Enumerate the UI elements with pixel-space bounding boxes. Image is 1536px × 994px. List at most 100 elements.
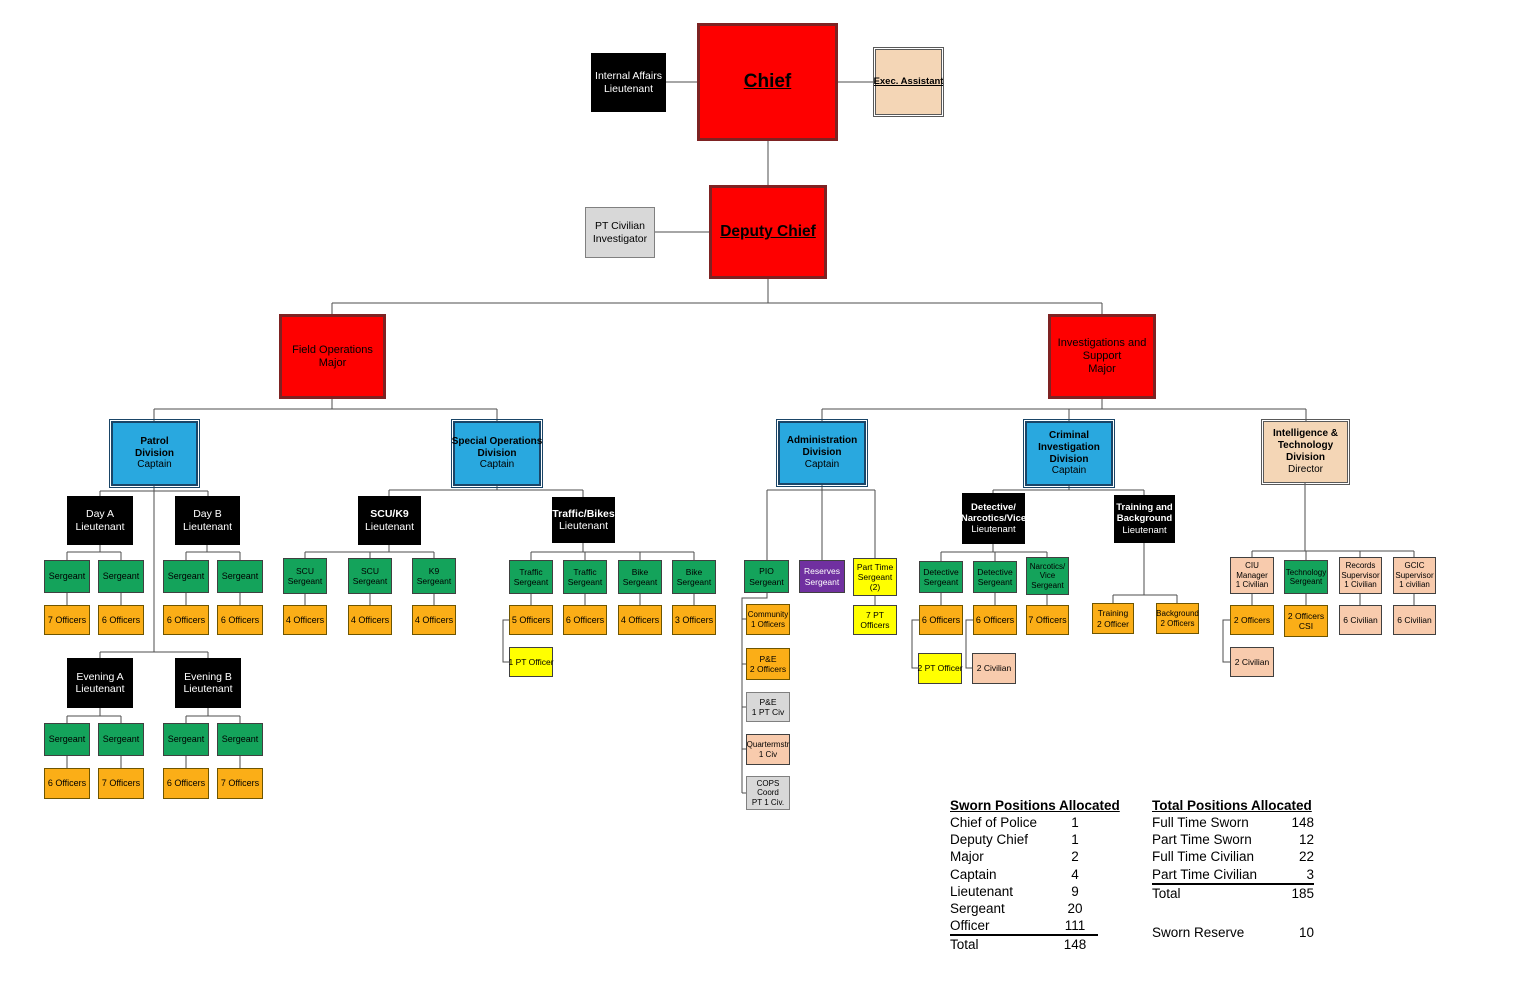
- node-label: Detective: [977, 566, 1013, 577]
- node-label: Division: [477, 447, 517, 459]
- sworn-table-title: Sworn Positions Allocated: [950, 798, 1120, 813]
- node-label: Traffic: [519, 566, 543, 577]
- detective-civilians: 2 Civilian: [972, 653, 1016, 684]
- node-label: Criminal: [1048, 429, 1089, 441]
- node-label: 6 Officers: [921, 614, 961, 625]
- row-label: Total: [950, 937, 979, 953]
- traffic-officers-2: 6 Officers: [563, 605, 607, 635]
- node-label: Sergeant: [749, 576, 784, 587]
- bike-officers-1: 4 Officers: [618, 605, 662, 635]
- node-label: 7 Officers: [1028, 614, 1067, 625]
- node-label: Technology: [1285, 567, 1327, 577]
- node-label: Community: [747, 610, 789, 620]
- node-label: 6 Officers: [166, 778, 206, 789]
- row-value: 9: [1071, 883, 1079, 899]
- node-label: PIO: [759, 566, 774, 577]
- node-label: 5 Officers: [511, 614, 551, 625]
- row-value: 148: [1063, 937, 1087, 953]
- row-value: 12: [1298, 832, 1314, 848]
- node-label: Exec. Assistant: [873, 76, 944, 88]
- node-label: 6 Officers: [101, 614, 141, 625]
- node-label: Sergeant: [923, 577, 959, 587]
- node-label: 4 Officers: [620, 614, 660, 625]
- node-label: 6 Officers: [975, 614, 1015, 625]
- node-label: Support: [1082, 350, 1122, 363]
- row-value: 22: [1298, 849, 1314, 865]
- row-label: Officer: [950, 918, 990, 934]
- node-label: Manager: [1236, 570, 1268, 580]
- node-label: Intelligence &: [1272, 428, 1338, 440]
- node-label: Training: [1097, 608, 1129, 619]
- node-label: 4 Officers: [285, 614, 325, 625]
- row-value: 1: [1071, 832, 1079, 848]
- node-label: Sergeant: [102, 734, 140, 745]
- evening-a-sergeant-1: Sergeant: [44, 723, 90, 756]
- node-label: 6 Officers: [166, 614, 206, 625]
- patrol-sergeant-4: Sergeant: [217, 560, 263, 593]
- node-label: Sergeant: [1031, 580, 1064, 590]
- node-label: 7 Officers: [220, 778, 260, 789]
- node-label: 2 Officer: [1097, 618, 1129, 629]
- row-label: Lieutenant: [950, 883, 1014, 899]
- node-label: 4 Officers: [350, 614, 390, 625]
- node-label: 6 Civilian: [1397, 614, 1432, 625]
- node-label: 7 Officers: [47, 614, 87, 625]
- node-label: 1 Officers: [750, 619, 786, 629]
- row-value: 20: [1067, 901, 1083, 917]
- node-label: Sergeant: [102, 571, 140, 582]
- node-label: Patrol: [140, 435, 169, 447]
- node-label: Lieutenant: [558, 520, 609, 532]
- row-value: 4: [1071, 866, 1079, 882]
- node-label: Sergeant: [48, 571, 86, 582]
- scu-officers-2: 4 Officers: [348, 605, 392, 635]
- node-label: Sergeant: [48, 734, 86, 745]
- node-label: 2 Officers: [749, 664, 787, 674]
- node-label: Day A: [85, 508, 114, 521]
- node-label: Sergeant: [622, 577, 658, 587]
- gcic-civilians: 6 Civilian: [1393, 605, 1436, 635]
- node-label: Traffic/Bikes: [552, 507, 615, 520]
- node-label: Sergeant: [857, 571, 893, 582]
- node-label: Chief: [743, 70, 792, 92]
- node-label: Administration: [786, 435, 858, 447]
- node-label: Officers: [860, 620, 890, 630]
- node-label: Background: [1156, 609, 1199, 619]
- node-label: Captain: [137, 459, 172, 471]
- node-label: Lieutenant: [75, 683, 125, 695]
- node-label: SCU: [296, 565, 314, 576]
- node-label: Coord: [757, 788, 779, 798]
- node-label: Major: [1088, 362, 1116, 375]
- evening-b-officers-1: 6 Officers: [163, 768, 209, 799]
- node-label: Quartermstr: [746, 740, 790, 750]
- sworn-positions-table: Sworn Positions Allocated Chief of Polic…: [950, 797, 1120, 954]
- node-label: GCIC: [1404, 561, 1425, 571]
- node-label: Field Operations: [292, 343, 373, 356]
- day-b-officers-1: 6 Officers: [163, 605, 209, 635]
- patrol-sergeant-3: Sergeant: [163, 560, 209, 593]
- node-label: 7 Officers: [101, 778, 141, 789]
- node-label: Sergeant: [167, 734, 205, 745]
- node-label: Supervisor: [1395, 570, 1434, 580]
- row-label: Part Time Sworn: [1152, 832, 1252, 848]
- patrol-sergeant-1: Sergeant: [44, 560, 90, 593]
